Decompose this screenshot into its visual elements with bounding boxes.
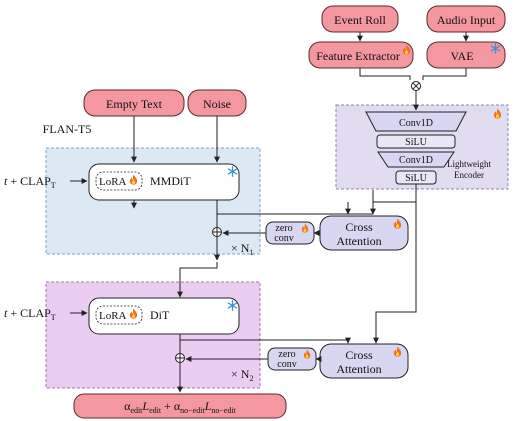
zero-conv-1-line1: zero bbox=[275, 223, 292, 234]
cross-attention-1-line2: Attention bbox=[336, 234, 381, 248]
cross-attention-2-line1: Cross bbox=[345, 348, 373, 362]
feature-extractor-node: Feature Extractor bbox=[308, 41, 414, 69]
zero-conv-2: zero conv bbox=[267, 347, 317, 371]
vae-node: VAE bbox=[426, 41, 506, 69]
mmdit-module: LoRA MMDiT bbox=[88, 163, 240, 201]
event-roll-node: Event Roll bbox=[321, 5, 399, 33]
noise-label: Noise bbox=[203, 97, 231, 111]
audio-input-node: Audio Input bbox=[426, 5, 506, 33]
vae-label: VAE bbox=[450, 49, 473, 63]
loss-formula: αeditLedit + αno−editLno−edit bbox=[124, 399, 237, 415]
audio-input-label: Audio Input bbox=[437, 13, 496, 27]
add-node-2 bbox=[175, 353, 185, 363]
mmdit-condition-label: t + CLAPT bbox=[4, 174, 56, 190]
cross-attention-1-line1: Cross bbox=[345, 220, 373, 234]
add-node-1 bbox=[212, 227, 222, 237]
encoder-silu-1 bbox=[376, 134, 456, 149]
encoder-conv1d-2-label: Conv1D bbox=[399, 155, 433, 166]
encoder-conv1d-1 bbox=[365, 111, 467, 132]
noise-node: Noise bbox=[187, 89, 247, 117]
encoder-conv1d-2 bbox=[377, 151, 455, 168]
zero-conv-1: zero conv bbox=[265, 221, 315, 245]
dit-condition-label: t + CLAPT bbox=[4, 306, 56, 322]
multiply-node bbox=[411, 81, 421, 91]
encoder-label-line1: Lightweight bbox=[447, 159, 491, 169]
zero-conv-2-line1: zero bbox=[278, 349, 295, 360]
lora-label: LoRA bbox=[99, 176, 127, 188]
lora-label: LoRA bbox=[99, 310, 127, 322]
empty-text-label: Empty Text bbox=[106, 97, 163, 111]
loss-node: αeditLedit + αno−editLno−edit bbox=[73, 393, 287, 419]
lora-badge bbox=[95, 171, 143, 191]
zero-conv-1-line2: conv bbox=[274, 233, 293, 244]
mmdit-label: MMDiT bbox=[150, 174, 191, 188]
cross-attention-2-line2: Attention bbox=[336, 362, 381, 376]
zero-conv-2-line2: conv bbox=[277, 359, 296, 370]
encoder-conv1d-1-label: Conv1D bbox=[399, 118, 433, 129]
cross-attention-2: Cross Attention bbox=[319, 343, 409, 379]
repeat-n1-label: × N1 bbox=[231, 241, 253, 257]
encoder-silu-1-label: SiLU bbox=[405, 137, 427, 148]
dit-module: LoRA DiT bbox=[88, 297, 240, 335]
dit-label: DiT bbox=[150, 308, 170, 322]
event-roll-label: Event Roll bbox=[334, 13, 386, 27]
encoder-label-line2: Encoder bbox=[454, 170, 484, 180]
lightweight-encoder: Conv1D SiLU Conv1D SiLU Lightweight Enco… bbox=[365, 108, 502, 185]
feature-extractor-label: Feature Extractor bbox=[316, 49, 400, 63]
lora-badge bbox=[95, 305, 143, 325]
encoder-silu-2-label: SiLU bbox=[405, 173, 427, 184]
empty-text-node: Empty Text bbox=[83, 89, 185, 117]
flan-t5-label: FLAN-T5 bbox=[43, 122, 92, 136]
cross-attention-1: Cross Attention bbox=[319, 215, 409, 251]
repeat-n2-label: × N2 bbox=[231, 367, 253, 383]
